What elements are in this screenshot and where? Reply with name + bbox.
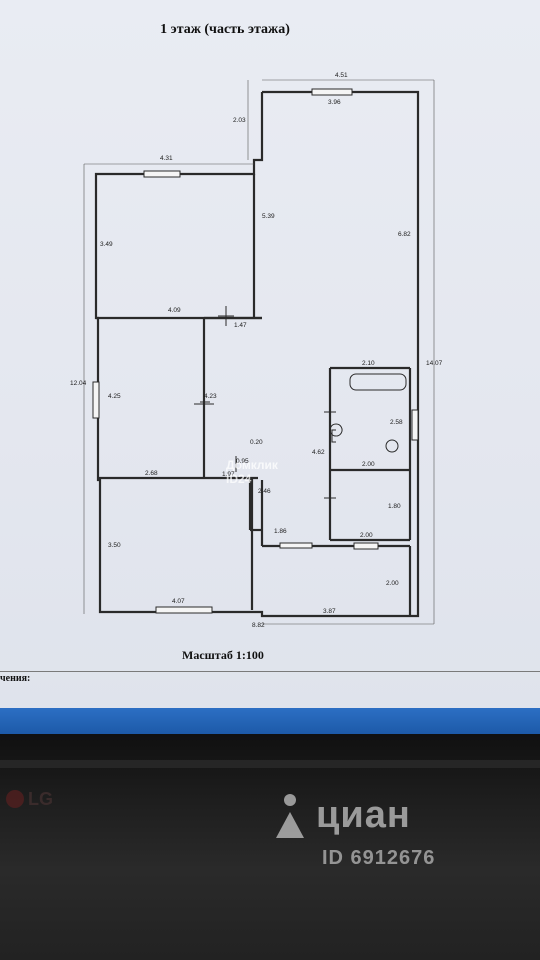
window-right (411, 409, 419, 441)
dim-label: 1.86 (274, 528, 287, 535)
monitor-bezel (0, 734, 540, 960)
dim-label: 3.96 (328, 99, 341, 106)
cutoff-label: чения: (0, 673, 31, 684)
bezel-ridge (0, 760, 540, 768)
plan-overlay-line1: Домклик (226, 458, 278, 472)
door-mark-hall (279, 542, 313, 549)
outer-wall (94, 90, 420, 618)
dim-label: 8.82 (252, 622, 265, 629)
dim-label: 4.07 (172, 598, 185, 605)
dim-label: 3.49 (100, 241, 113, 248)
dim-label: 1.80 (388, 503, 401, 510)
dim-label: 6.82 (398, 231, 411, 238)
brand-watermark: циан (272, 780, 492, 850)
dim-label: 14.07 (426, 360, 443, 367)
dim-label: 1.97 (222, 471, 235, 478)
dim-label: 12.04 (70, 380, 87, 387)
screen-taskbar (0, 708, 540, 734)
dim-label: 2.03 (233, 117, 246, 124)
brand-watermark-text: циан (316, 793, 411, 836)
window-room3 (155, 606, 213, 614)
monitor-logo: LG (6, 786, 76, 812)
dim-label: 1.47 (234, 322, 247, 329)
dim-label: 4.51 (335, 72, 348, 79)
monitor-logo-text: LG (28, 788, 53, 809)
plan-scale: Масштаб 1:100 (182, 648, 264, 662)
window-room1 (143, 170, 181, 178)
dim-label: 2.00 (360, 532, 373, 539)
plan-title: 1 этаж (часть этажа) (160, 22, 290, 37)
dim-label: 4.25 (108, 393, 121, 400)
window-porch (353, 542, 379, 550)
dim-label: 2.00 (386, 580, 399, 587)
dim-label: 0.20 (250, 439, 263, 446)
lg-circle-icon (6, 790, 24, 808)
floor-plan-document: 1 этаж (часть этажа) (0, 0, 540, 710)
location-pin-icon (276, 794, 304, 838)
plan-overlay-line2: ID24 (226, 472, 252, 486)
window-top (311, 88, 353, 96)
dim-label: 2.46 (258, 488, 271, 495)
plan-overlay-watermark: Домклик ID24 (226, 458, 278, 486)
listing-id-watermark: ID 6912676 (322, 847, 436, 869)
toilet-icon (329, 423, 343, 443)
window-left (92, 381, 100, 419)
dim-label: 0.95 (236, 458, 249, 465)
floor-plan-drawing: 4.51 3.96 2.03 4.31 3.49 4.09 5.39 6.82 … (70, 72, 443, 629)
dim-label: 5.39 (262, 213, 275, 220)
dim-label: 2.10 (362, 360, 375, 367)
dim-label: 4.62 (312, 449, 325, 456)
divider (0, 671, 540, 672)
bathtub-icon (349, 373, 407, 391)
dim-label: 2.68 (145, 470, 158, 477)
dim-label: 3.87 (323, 608, 336, 615)
sink-icon (385, 439, 399, 453)
dim-label: 2.58 (390, 419, 403, 426)
dim-label: 2.00 (362, 461, 375, 468)
dim-label: 4.31 (160, 155, 173, 162)
dim-label: 4.23 (204, 393, 217, 400)
dim-label: 3.50 (108, 542, 121, 549)
dim-label: 4.09 (168, 307, 181, 314)
